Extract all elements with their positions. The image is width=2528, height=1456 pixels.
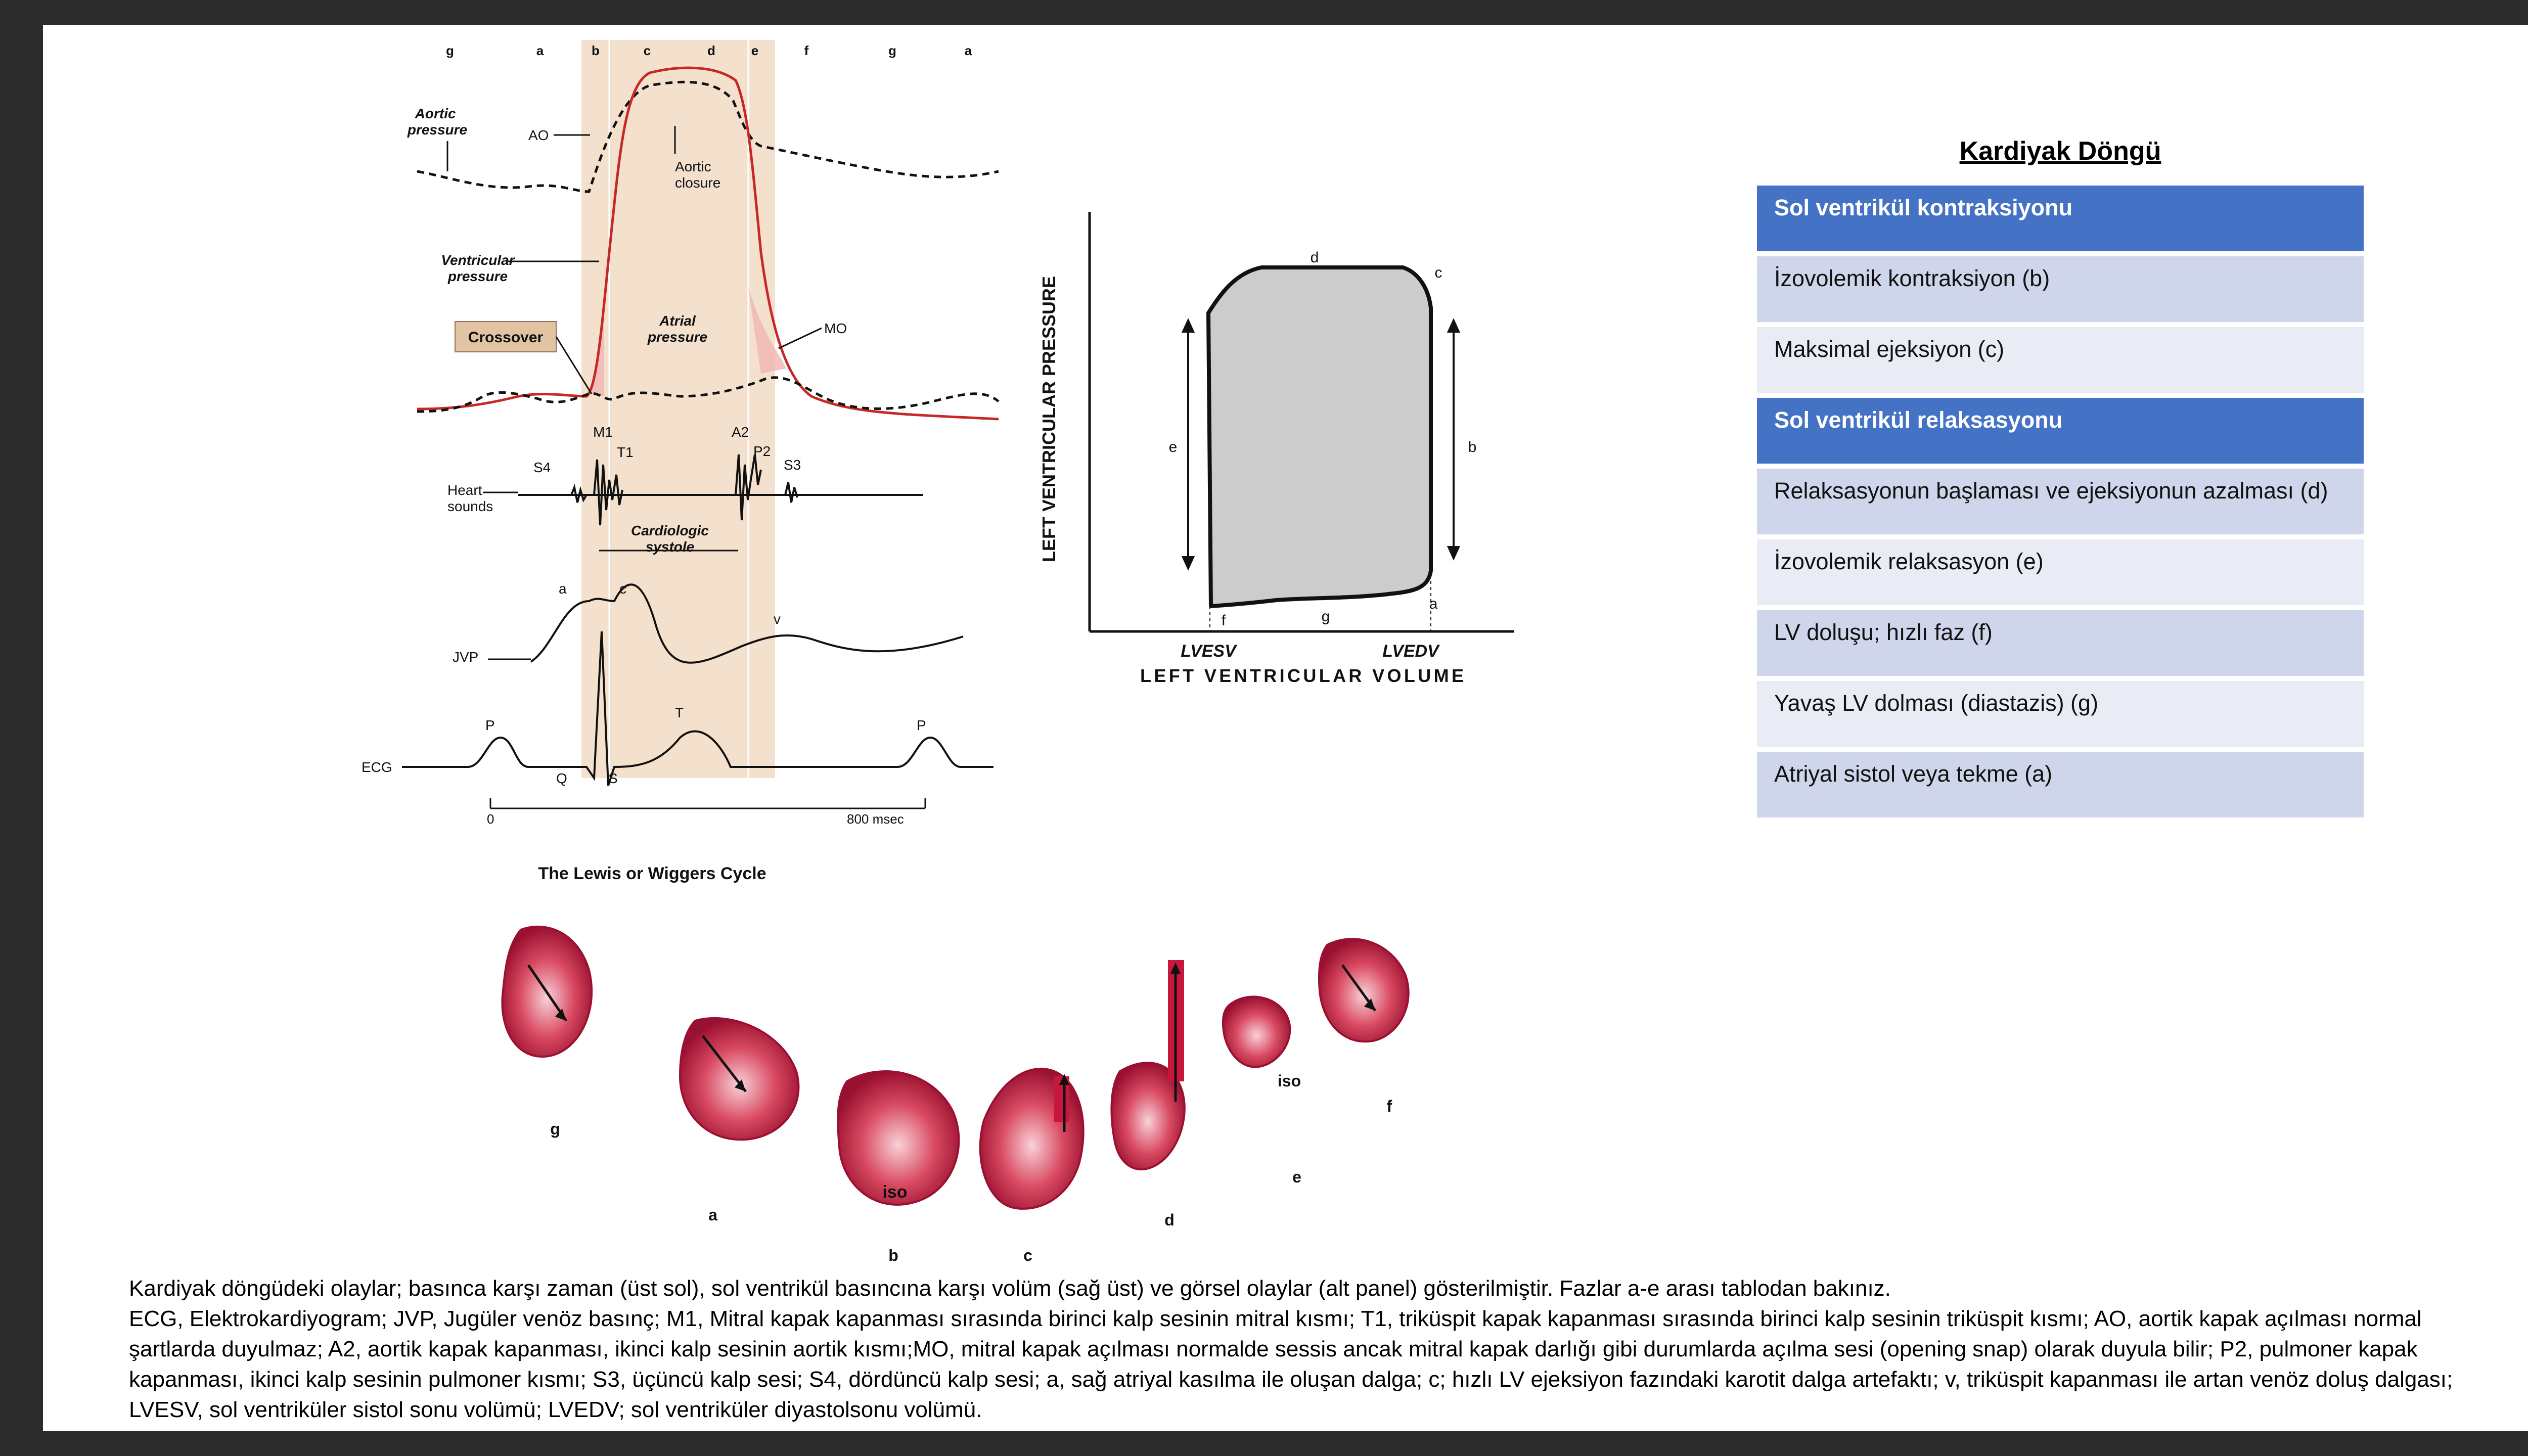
heart-phase-f [1318,938,1410,1043]
ventricular-pressure-curve [417,66,999,421]
heart-phase-e: iso [1222,995,1301,1090]
phase-letter-f: f [804,43,809,58]
phase-letter-a2: a [965,43,972,58]
ecg-wave-p1: P [485,717,495,733]
time-start: 0 [487,811,494,827]
pv-phase-f: f [1222,612,1226,629]
phase-letter-c: c [644,43,651,58]
heart-label-c: c [1023,1246,1032,1263]
jvp-wave-a: a [559,581,567,597]
heart-e-iso: iso [1278,1072,1301,1090]
wiggers-caption: The Lewis or Wiggers Cycle [538,864,766,883]
pv-loop-diagram: LEFT VENTRICULAR PRESSURE LEFT VENTRICUL… [1039,212,1514,682]
ecg-wave-t: T [675,705,684,720]
heart-phase-b: iso [837,1070,960,1206]
table-title: Kardiyak Döngü [1959,136,2161,166]
table-row: Maksimal ejeksiyon (c) [1757,327,2364,398]
pv-lvedv: LVEDV [1382,642,1440,661]
heart-label-g: g [550,1120,560,1138]
heart-phase-c [979,1068,1085,1210]
pv-phase-b: b [1468,439,1477,456]
pv-phase-d: d [1311,249,1319,266]
heart-phase-g [501,925,593,1058]
table-row: LV doluşu; hızlı faz (f) [1757,610,2364,681]
heart-label-d: d [1164,1211,1175,1229]
heart-label-f: f [1387,1097,1392,1115]
phase-letter-a1: a [536,43,544,58]
sound-s4: S4 [533,460,551,475]
pv-xlabel: LEFT VENTRICULAR VOLUME [1140,665,1464,682]
crossover-label: Crossover [468,329,544,346]
sound-s3: S3 [784,457,801,473]
sound-t1: T1 [617,444,634,460]
table-row: Atriyal sistol veya tekme (a) [1757,752,2364,823]
cardiac-cycle-table: Kardiyak Döngü Sol ventrikül kontraksiyo… [1757,136,2364,823]
aortic-pressure-label: Aortic pressure [407,106,467,138]
jvp-label: JVP [453,649,478,665]
heart-sounds-trace [518,454,923,526]
table-row: İzovolemik relaksasyon (e) [1757,539,2364,610]
ecg-label: ECG [362,759,392,775]
pv-ylabel: LEFT VENTRICULAR PRESSURE [1039,276,1059,562]
table-row: Yavaş LV dolması (diastazis) (g) [1757,681,2364,752]
sound-p2: P2 [753,443,771,459]
phase-letter-e: e [751,43,758,58]
phase-letter-d: d [707,43,715,58]
mo-label: MO [824,321,847,336]
ao-label: AO [528,127,549,143]
mo-fill [748,288,786,374]
heart-label-a: a [708,1206,717,1224]
sound-m1: M1 [593,424,613,440]
phase-letter-g1: g [446,43,454,58]
ecg-wave-p2: P [917,717,926,733]
jvp-curve [530,583,964,664]
jvp-wave-c: c [619,581,626,597]
table-section-header: Sol ventrikül relaksasyonu [1757,398,2364,469]
caption-line-1: Kardiyak döngüdeki olaylar; basınca karş… [129,1276,1891,1301]
crossover-box [455,321,557,352]
ecg-wave-q: Q [556,770,567,786]
aortic-pressure-curve [417,80,999,193]
wiggers-diagram: g a b c d e f g a Aortic pressure AO Aor… [362,40,1000,883]
pv-phase-g: g [1322,608,1330,625]
figure-caption: Kardiyak döngüdeki olaylar; basınca karş… [129,1273,2505,1425]
time-end: 800 msec [847,811,904,827]
heart-label-e: e [1292,1168,1301,1186]
caption-body: ECG, Elektrokardiyogram; JVP, Jugüler ve… [129,1306,2453,1422]
pv-loop-shape [1206,265,1433,608]
pv-phase-a: a [1429,596,1438,612]
heart-phases-illustration: iso iso g a b c d e f [501,925,1410,1263]
heart-label-b: b [888,1246,898,1263]
jvp-wave-v: v [774,611,781,627]
pv-phase-e: e [1169,439,1178,456]
sound-a2: A2 [732,424,749,440]
table-row: İzovolemik kontraksiyon (b) [1757,256,2364,327]
table-section-header: Sol ventrikül kontraksiyonu [1757,186,2364,256]
table-row: Relaksasyonun başlaması ve ejeksiyonun a… [1757,469,2364,539]
atrial-pressure-curve [417,376,1000,413]
slide: g a b c d e f g a Aortic pressure AO Aor… [43,25,2528,1431]
ecg-wave-s: S [608,770,618,786]
heart-b-iso: iso [882,1182,907,1202]
pv-phase-c: c [1435,264,1442,281]
heart-phase-a [679,1017,800,1141]
pv-lvesv: LVESV [1181,642,1238,661]
phase-letter-g2: g [888,43,896,58]
heart-phase-d [1110,960,1186,1171]
phase-letter-b: b [592,43,600,58]
systole-band [581,40,775,778]
ecg-trace [402,631,994,786]
